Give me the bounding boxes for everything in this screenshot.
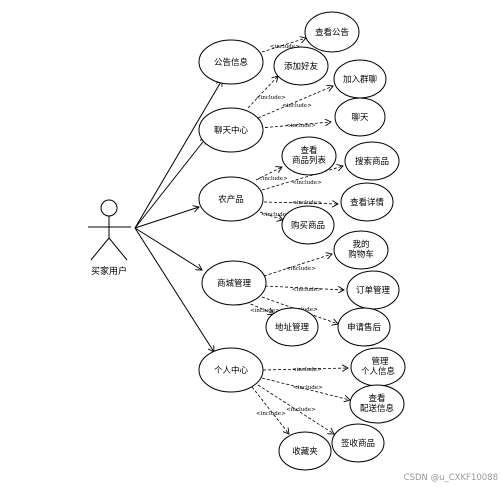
include-line (264, 285, 344, 290)
svg-text:配送信息: 配送信息 (360, 403, 395, 414)
include-label: <include> (292, 180, 322, 186)
usecase-dingdan[interactable]: 订单管理 (346, 270, 400, 310)
usecase-dizhi[interactable]: 地址管理 (265, 307, 319, 347)
include-line (257, 384, 334, 434)
include-line (262, 368, 348, 370)
assoc-gonggao (134, 80, 222, 229)
svg-text:农产品: 农产品 (218, 194, 244, 205)
include-label: <include> (286, 123, 316, 129)
usecase-jiaru-qunliao[interactable]: 加入群聊 (333, 59, 387, 99)
include-label: <include> (286, 266, 316, 272)
include-line (261, 166, 343, 191)
svg-text:搜索商品: 搜索商品 (355, 156, 389, 167)
usecase-goumai[interactable]: 购买商品 (281, 205, 335, 245)
usecase-chakan-xiangqing[interactable]: 查看详情 (340, 182, 394, 222)
svg-text:我的: 我的 (352, 239, 369, 250)
include-label: <include> (270, 44, 300, 50)
svg-text:聊天: 聊天 (351, 112, 369, 123)
usecase-qianshou[interactable]: 签收商品 (331, 423, 385, 463)
svg-text:购物车: 购物车 (348, 249, 374, 260)
actor-buyer: 买家用户 (88, 199, 131, 277)
svg-text:管理: 管理 (371, 356, 389, 367)
usecase-gonggao[interactable]: 公告信息 (198, 39, 264, 85)
usecase-liaotian[interactable]: 聊天中心 (198, 107, 264, 153)
include-label: <include> (258, 176, 288, 182)
include-line (261, 377, 350, 400)
actor-left-leg (90, 237, 110, 261)
usecase-nongchanpin[interactable]: 农产品 (198, 176, 264, 222)
actor-head (100, 199, 118, 217)
usecase-peisong[interactable]: 查看 配送信息 (349, 384, 405, 424)
svg-text:订单管理: 订单管理 (356, 285, 391, 296)
sub-use-cases: 查看公告 添加好友 加入群聊 聊天 查看 商品列表 搜索商品 查看详情 (265, 11, 406, 471)
svg-text:添加好友: 添加好友 (284, 61, 319, 72)
usecase-liaotian-sub[interactable]: 聊天 (334, 97, 386, 137)
svg-text:地址管理: 地址管理 (275, 322, 310, 333)
svg-text:申请售后: 申请售后 (347, 322, 382, 333)
svg-text:公告信息: 公告信息 (214, 57, 249, 68)
svg-text:签收商品: 签收商品 (341, 438, 375, 449)
svg-text:收藏夹: 收藏夹 (292, 446, 318, 457)
include-label: <include> (292, 367, 322, 373)
assoc-geren (134, 227, 214, 352)
assoc-shangcheng (134, 227, 202, 270)
include-line (245, 301, 274, 314)
usecase-chakan-gonggao[interactable]: 查看公告 (304, 11, 360, 53)
include-label: <include> (256, 411, 286, 417)
include-relations: <include> <include> <include> <include> … (245, 38, 350, 434)
assoc-liaotian (134, 138, 206, 229)
svg-text:查看: 查看 (300, 145, 317, 156)
associations (134, 80, 222, 352)
include-label: <include> (256, 95, 286, 101)
usecase-geren-xinxi[interactable]: 管理 个人信息 (350, 347, 406, 387)
main-use-cases: 公告信息 聊天中心 农产品 商城管理 个人中心 (198, 39, 267, 393)
include-label: <include> (250, 308, 280, 314)
svg-text:购买商品: 购买商品 (291, 220, 325, 231)
svg-text:商品列表: 商品列表 (292, 155, 327, 166)
include-line (263, 254, 332, 277)
include-label: <include> (261, 212, 291, 218)
include-line (259, 211, 283, 220)
svg-text:商城管理: 商城管理 (217, 278, 252, 289)
include-line (263, 202, 338, 204)
include-label: <include> (293, 385, 323, 391)
usecase-shoucang[interactable]: 收藏夹 (278, 431, 332, 471)
include-label: <include> (292, 200, 322, 206)
svg-text:查看详情: 查看详情 (350, 197, 385, 208)
usecase-gouwuche[interactable]: 我的 购物车 (333, 230, 389, 270)
watermark: CSDN @u_CXKF10088 (404, 473, 498, 483)
usecase-sousuo[interactable]: 搜索商品 (344, 141, 400, 181)
svg-text:个人中心: 个人中心 (214, 365, 249, 376)
usecase-geren[interactable]: 个人中心 (198, 347, 264, 393)
usecase-shouhou[interactable]: 申请售后 (337, 307, 391, 347)
assoc-nongchanpin (134, 207, 199, 229)
include-label: <include> (292, 287, 322, 293)
svg-text:聊天中心: 聊天中心 (214, 125, 249, 136)
include-line (261, 38, 306, 53)
svg-text:个人信息: 个人信息 (361, 366, 396, 377)
include-line (257, 86, 333, 119)
usecase-chakan-liebiao[interactable]: 查看 商品列表 (281, 136, 337, 176)
actor-right-leg (108, 237, 128, 261)
svg-text:加入群聊: 加入群聊 (343, 74, 377, 85)
svg-text:查看公告: 查看公告 (315, 27, 349, 38)
include-line (247, 76, 278, 109)
actor-name: 买家用户 (91, 265, 127, 277)
include-label: <include> (286, 407, 316, 413)
include-label: <include> (282, 103, 312, 109)
usecase-shangcheng[interactable]: 商城管理 (201, 260, 267, 306)
include-line (259, 122, 331, 129)
svg-text:查看: 查看 (368, 393, 385, 404)
usecase-tianjia-haoyou[interactable]: 添加好友 (273, 46, 329, 86)
